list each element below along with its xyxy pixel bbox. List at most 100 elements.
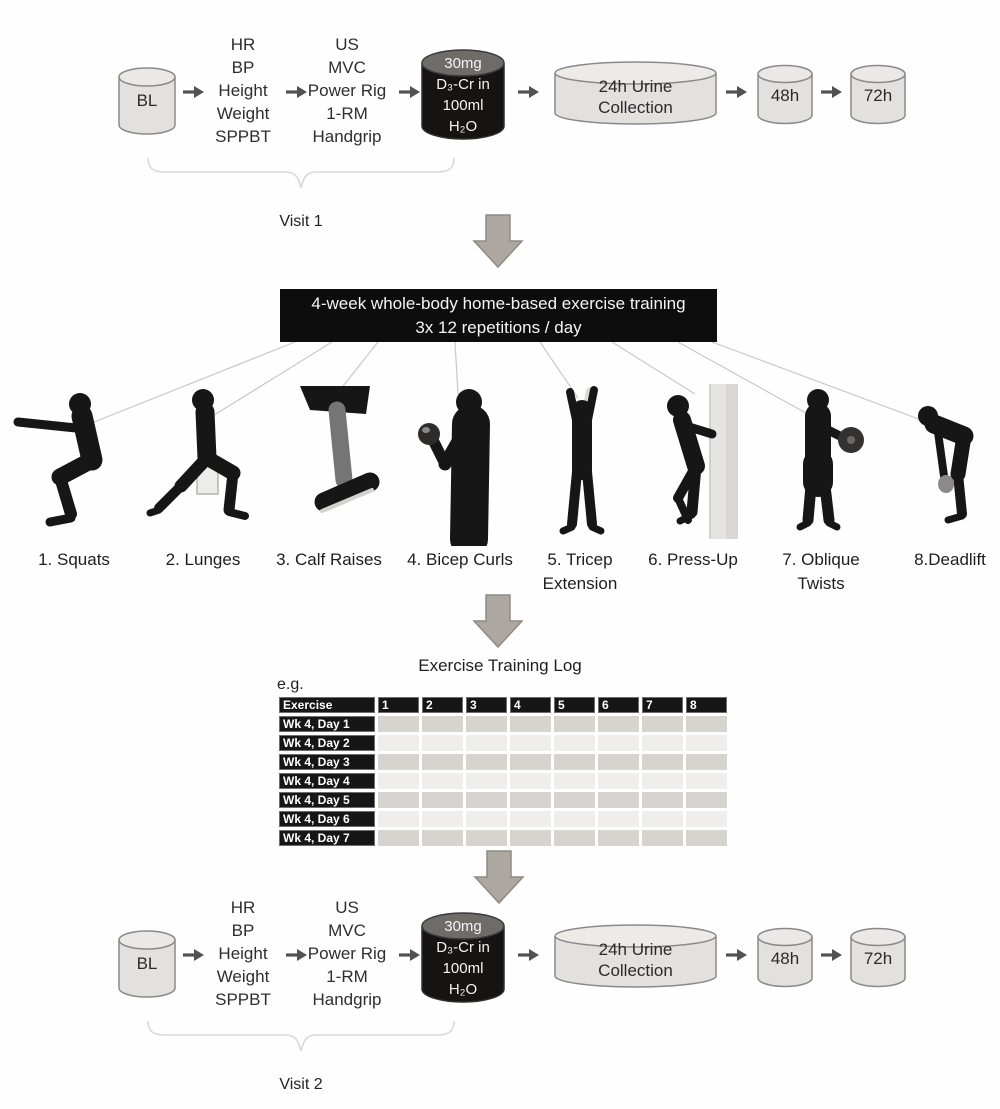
log-cell-empty bbox=[642, 811, 683, 827]
dose-line: 100ml bbox=[442, 960, 484, 977]
exercise-figure-bicep-curls bbox=[405, 384, 515, 546]
log-cell-empty bbox=[466, 811, 507, 827]
flow-arrow-icon bbox=[286, 86, 307, 98]
t72-cylinder: 72h bbox=[849, 926, 907, 989]
baseline-label: BL bbox=[136, 954, 158, 973]
log-row-label: Wk 4, Day 2 bbox=[279, 735, 375, 751]
log-cell-empty bbox=[422, 754, 463, 770]
log-cell-empty bbox=[422, 735, 463, 751]
visit-brace bbox=[147, 1020, 455, 1052]
log-title: Exercise Training Log bbox=[418, 656, 582, 675]
log-cell-empty bbox=[642, 716, 683, 732]
measure-item: BP bbox=[231, 58, 255, 77]
visit-brace bbox=[147, 157, 455, 189]
log-cell-empty bbox=[510, 754, 551, 770]
dose-amount: 30mg bbox=[444, 55, 482, 72]
log-col-header: 4 bbox=[510, 697, 551, 713]
flow-arrow-icon bbox=[518, 86, 539, 98]
log-cell-empty bbox=[598, 735, 639, 751]
measure-item: 1-RM bbox=[326, 104, 368, 123]
dose-line: H₂O bbox=[448, 981, 478, 998]
flow-arrow-icon bbox=[399, 949, 420, 961]
flow-arrow-icon bbox=[183, 949, 204, 961]
banner-line2: 3x 12 repetitions / day bbox=[415, 318, 582, 337]
log-example-label: e.g. bbox=[277, 676, 304, 693]
measure-item: Handgrip bbox=[312, 990, 382, 1009]
measure-item: MVC bbox=[328, 58, 366, 77]
measures-list-2: US MVC Power Rig 1-RM Handgrip bbox=[297, 896, 397, 1011]
measure-item: BP bbox=[231, 921, 255, 940]
log-cell-empty bbox=[466, 735, 507, 751]
measures-list-1: HR BP Height Weight SPPBT bbox=[203, 33, 283, 148]
measure-item: Weight bbox=[216, 967, 270, 986]
log-cell-empty bbox=[510, 830, 551, 846]
log-cell-empty bbox=[466, 792, 507, 808]
log-cell-empty bbox=[554, 792, 595, 808]
log-cell-empty bbox=[378, 716, 419, 732]
log-cell-empty bbox=[554, 754, 595, 770]
flow-arrow-icon bbox=[518, 949, 539, 961]
log-row-label: Wk 4, Day 6 bbox=[279, 811, 375, 827]
log-cell-empty bbox=[510, 773, 551, 789]
exercise-figure-lunges bbox=[145, 384, 261, 546]
exercise-label-line: 2. Lunges bbox=[165, 550, 241, 569]
log-cell-empty bbox=[686, 735, 727, 751]
exercise-label-line: 5. Tricep bbox=[547, 550, 613, 569]
dose-line: D₃-Cr in bbox=[436, 939, 490, 956]
urine-label-line: Collection bbox=[598, 961, 673, 980]
log-cell-empty bbox=[554, 735, 595, 751]
measure-item: SPPBT bbox=[215, 127, 271, 146]
down-arrow-icon bbox=[473, 850, 525, 905]
log-row-label: Wk 4, Day 7 bbox=[279, 830, 375, 846]
log-cell-empty bbox=[598, 811, 639, 827]
exercise-label: 7. Oblique Twists bbox=[782, 548, 860, 596]
t48-cylinder: 48h bbox=[756, 63, 814, 126]
log-cell-empty bbox=[378, 811, 419, 827]
exercise-label: 3. Calf Raises bbox=[276, 548, 382, 572]
log-cell-empty bbox=[642, 773, 683, 789]
flow-arrow-icon bbox=[183, 86, 204, 98]
log-cell-empty bbox=[598, 773, 639, 789]
exercise-figure-squats bbox=[8, 384, 138, 546]
log-cell-empty bbox=[422, 830, 463, 846]
exercise-label: 2. Lunges bbox=[166, 548, 241, 572]
log-cell-empty bbox=[422, 811, 463, 827]
t48-cylinder: 48h bbox=[756, 926, 814, 989]
log-cell-empty bbox=[642, 792, 683, 808]
log-cell-empty bbox=[598, 830, 639, 846]
banner-line1: 4-week whole-body home-based exercise tr… bbox=[311, 294, 686, 313]
log-cell-empty bbox=[598, 792, 639, 808]
visit1-row: BL HR BP Height Weight SPPBT US MVC Powe… bbox=[0, 0, 1000, 250]
dose-line: 100ml bbox=[442, 97, 484, 114]
log-col-header: 7 bbox=[642, 697, 683, 713]
log-col-header: 1 bbox=[378, 697, 419, 713]
exercise-label-line: 4. Bicep Curls bbox=[407, 550, 513, 569]
log-cell-empty bbox=[378, 830, 419, 846]
log-cell-empty bbox=[510, 792, 551, 808]
baseline-cylinder: BL bbox=[117, 65, 177, 137]
log-cell-empty bbox=[598, 754, 639, 770]
baseline-cylinder: BL bbox=[117, 928, 177, 1000]
t48-label: 48h bbox=[770, 949, 800, 968]
log-cell-empty bbox=[466, 754, 507, 770]
log-cell-empty bbox=[510, 716, 551, 732]
urine-label-line: 24h Urine bbox=[598, 940, 673, 959]
measure-item: Power Rig bbox=[307, 944, 387, 963]
log-cell-empty bbox=[422, 773, 463, 789]
measures-list-2: US MVC Power Rig 1-RM Handgrip bbox=[297, 33, 397, 148]
exercise-label: 4. Bicep Curls bbox=[407, 548, 513, 572]
log-col-header: 8 bbox=[686, 697, 727, 713]
log-cell-empty bbox=[510, 811, 551, 827]
log-row-label: Wk 4, Day 3 bbox=[279, 754, 375, 770]
exercise-figure-calf-raises bbox=[282, 384, 382, 546]
dose-line: H₂O bbox=[448, 118, 478, 135]
log-cell-empty bbox=[686, 716, 727, 732]
log-cell-empty bbox=[686, 811, 727, 827]
t48-label: 48h bbox=[770, 86, 800, 105]
log-cell-empty bbox=[554, 773, 595, 789]
log-cell-empty bbox=[686, 754, 727, 770]
log-cell-empty bbox=[466, 830, 507, 846]
log-cell-empty bbox=[554, 811, 595, 827]
visit-label: Visit 1 bbox=[279, 213, 323, 230]
log-cell-empty bbox=[642, 830, 683, 846]
